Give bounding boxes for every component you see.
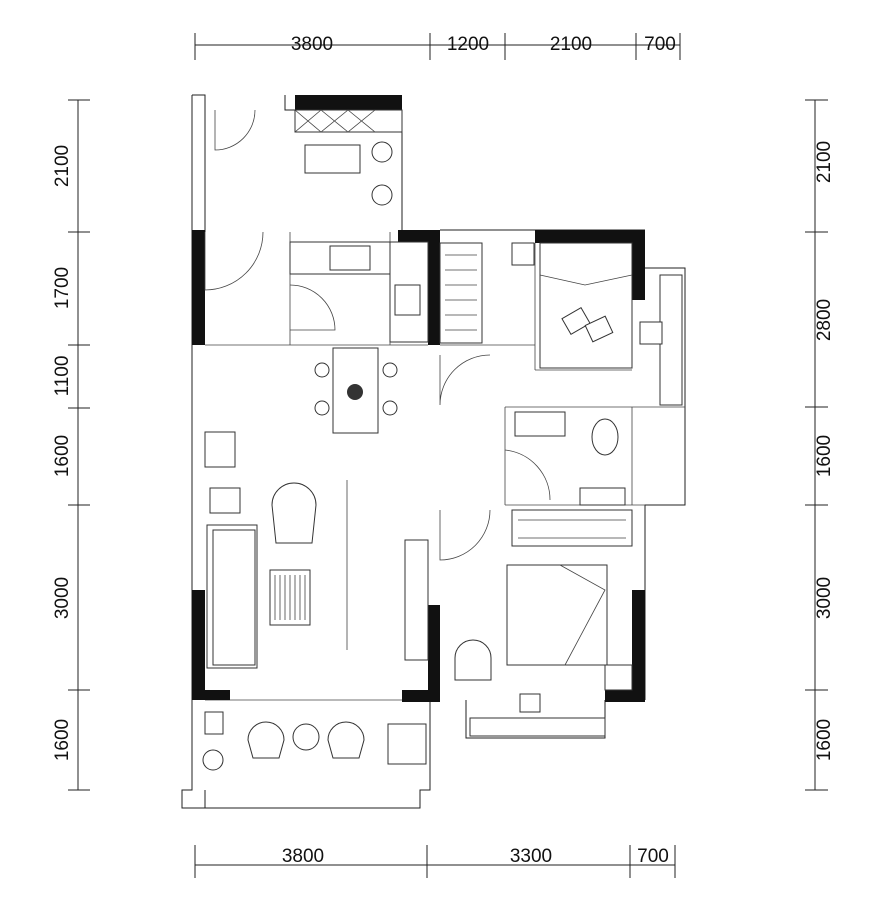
dimension-label: 1700	[52, 267, 73, 309]
dimension-label: 2800	[814, 299, 835, 341]
dimension-label: 1600	[814, 719, 835, 761]
dimension-label: 1600	[52, 719, 73, 761]
doors	[204, 109, 551, 561]
dimension-label: 3300	[510, 846, 552, 867]
dimension-label: 3000	[814, 577, 835, 619]
walls	[192, 95, 645, 702]
dimension-label: 1600	[814, 435, 835, 477]
dimension-label: 1100	[52, 356, 73, 397]
dimension-label: 2100	[550, 34, 592, 55]
master-bedroom-furniture	[439, 242, 683, 406]
bathroom-furniture	[514, 411, 626, 506]
dimension-label: 1200	[447, 34, 489, 55]
right-dimension-line: 2100 2800 1600 3000 1600	[805, 99, 835, 791]
kitchen-furniture	[289, 241, 429, 343]
dimension-label: 700	[637, 846, 669, 867]
dimension-label: 2100	[814, 141, 835, 183]
dimension-label: 3800	[291, 34, 333, 55]
top-dimension-line: 3800 1200 2100 700	[194, 33, 681, 60]
dimension-label: 1600	[52, 435, 73, 477]
second-bedroom-furniture	[454, 509, 633, 691]
balcony-furniture	[294, 109, 403, 206]
dimension-label: 3000	[52, 577, 73, 619]
dimension-label: 3800	[282, 846, 324, 867]
bottom-dimension-line: 3800 3300 700	[194, 845, 676, 878]
living-room-furniture	[204, 431, 429, 669]
dining-table	[314, 347, 398, 434]
dimension-label: 2100	[52, 145, 73, 187]
left-dimension-line: 2100 1700 1100 1600 3000 1600	[52, 99, 90, 791]
lower-balcony-furniture	[202, 693, 606, 771]
dimension-label: 700	[644, 34, 676, 55]
